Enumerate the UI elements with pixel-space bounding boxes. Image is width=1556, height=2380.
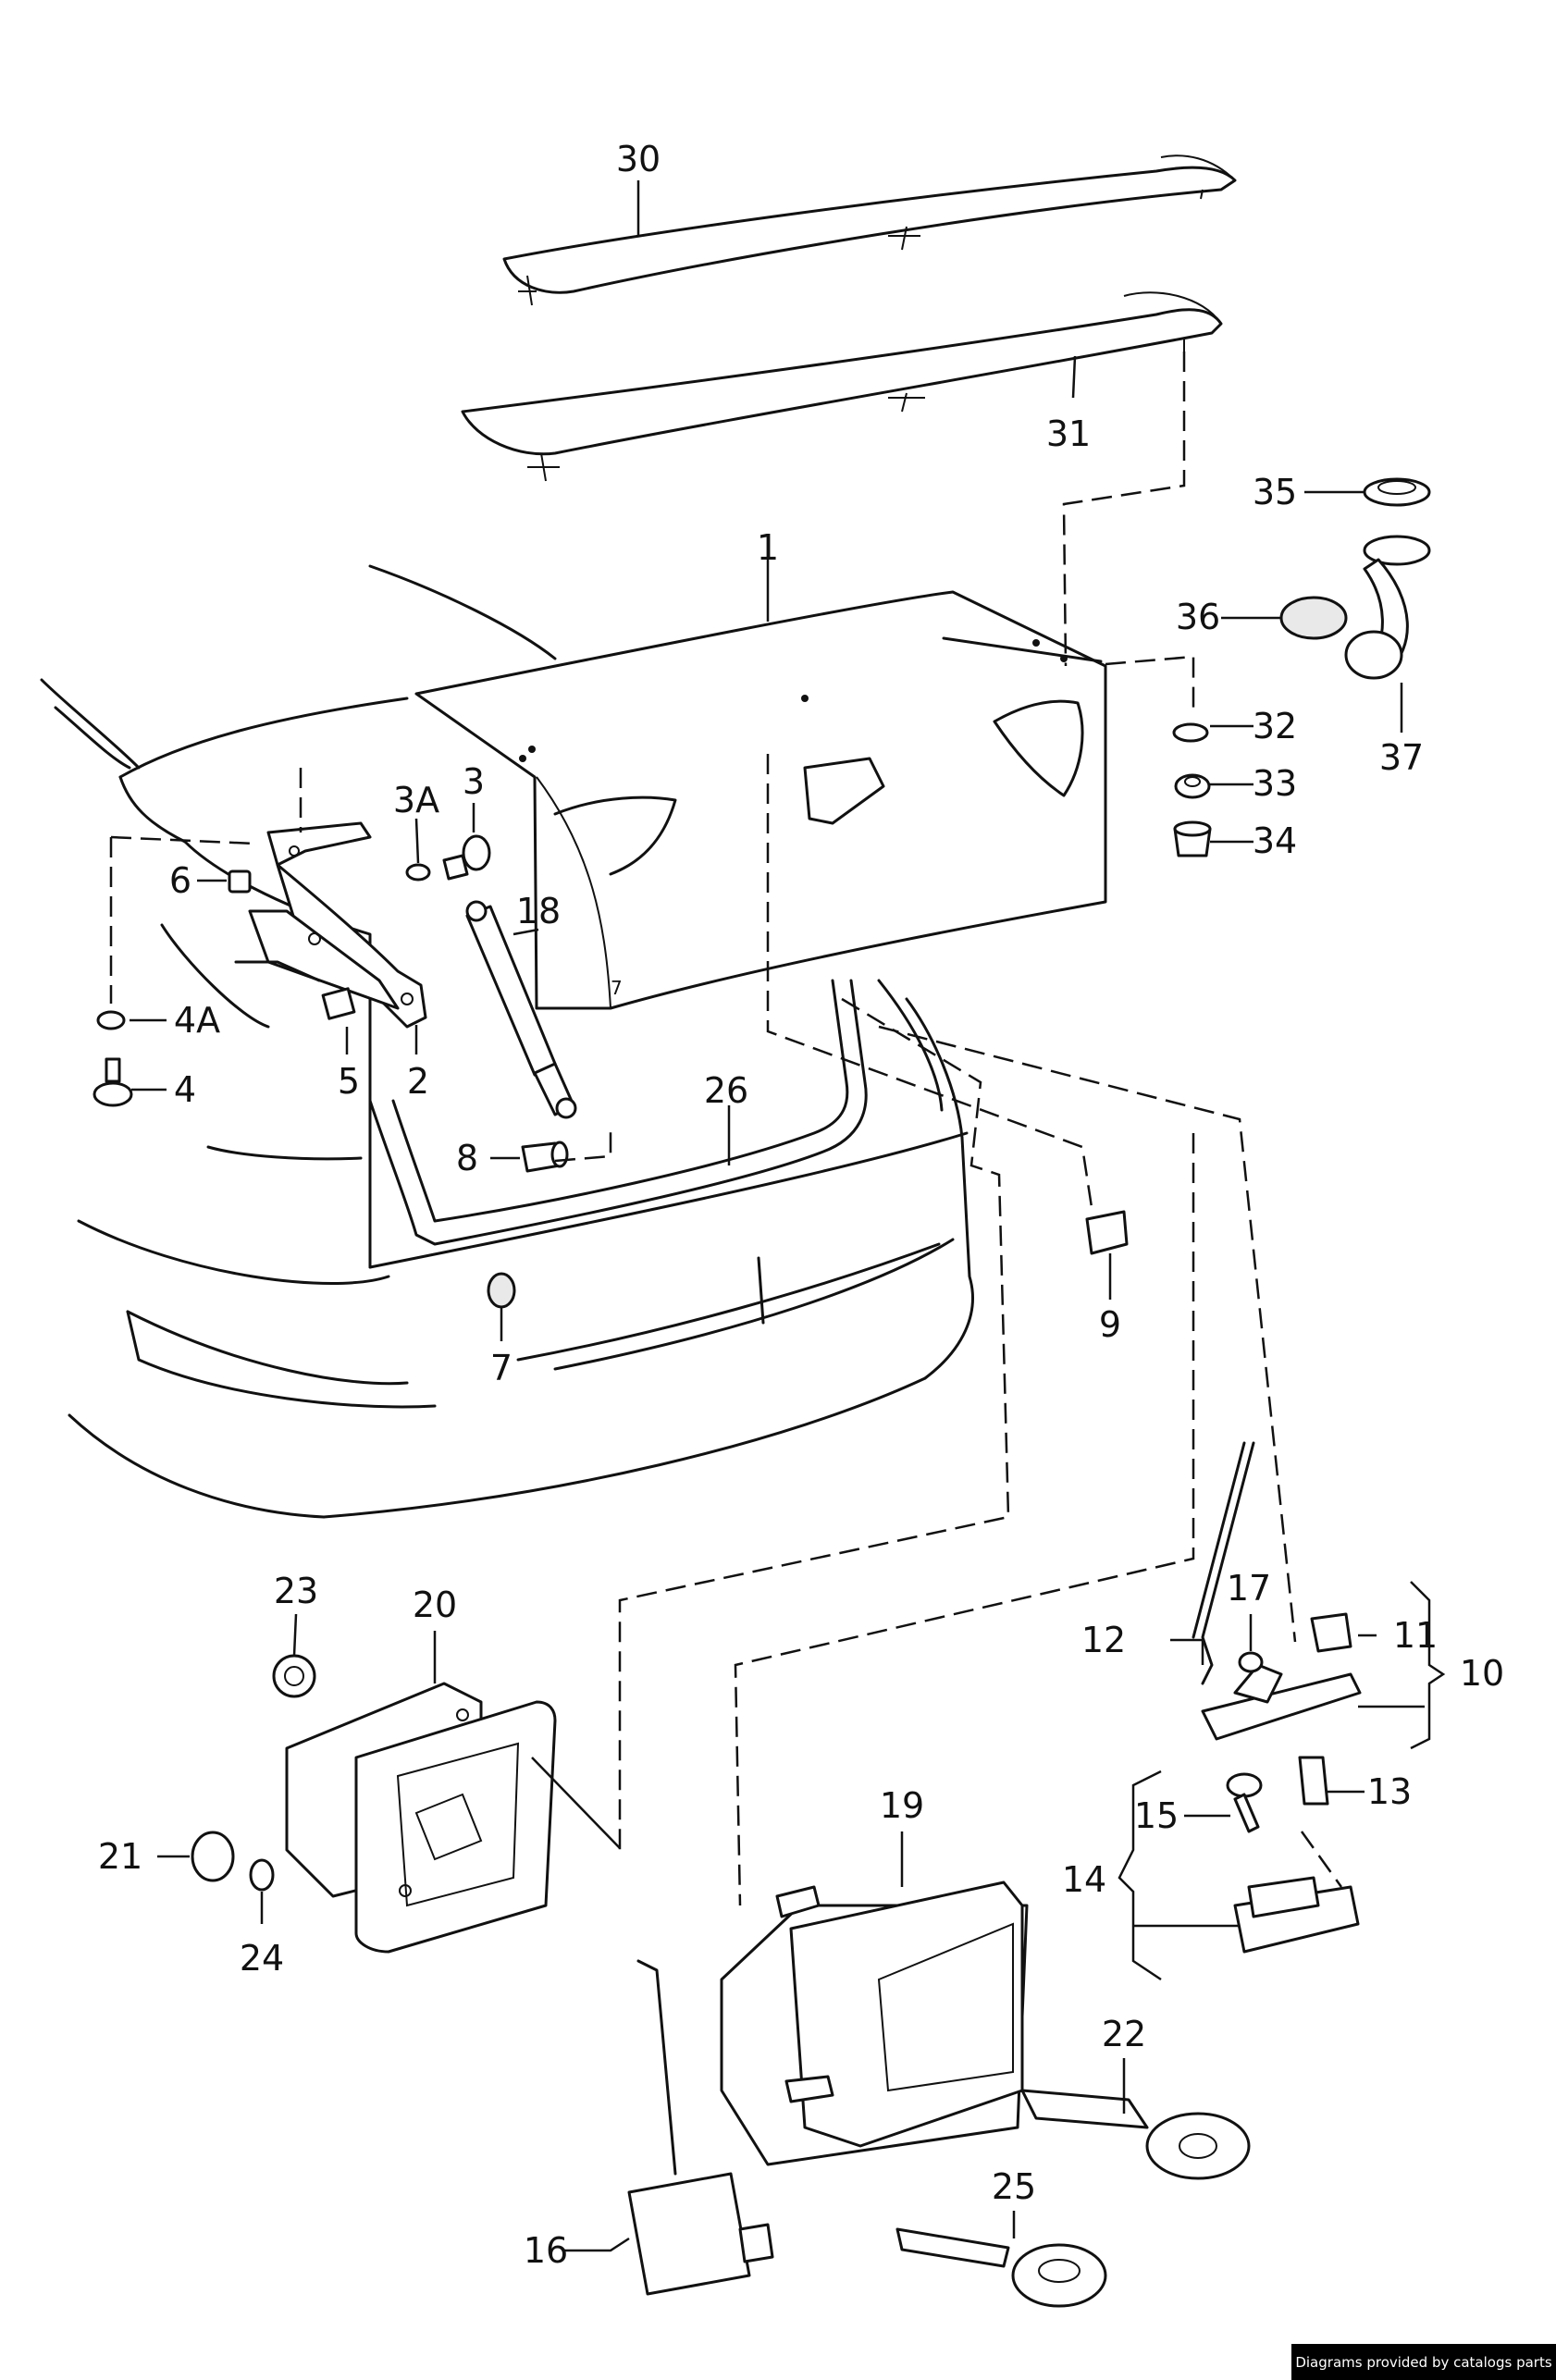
switch-16 — [627, 1959, 774, 2296]
callout-35: 35 — [1253, 472, 1297, 512]
callout-9: 9 — [1099, 1304, 1121, 1345]
lock-housing-20 — [285, 1682, 557, 1954]
washer-4a — [96, 1010, 126, 1030]
bolt-15 — [1226, 1772, 1263, 1833]
callout-6: 6 — [169, 860, 191, 901]
bolt-3 — [442, 834, 491, 881]
hose-37 — [1344, 535, 1431, 680]
callout-3A: 3A — [393, 780, 439, 820]
lock-bracket-10 — [1201, 1663, 1362, 1741]
trunk-lid: 7 — [414, 590, 1107, 1010]
callout-10: 10 — [1460, 1653, 1504, 1694]
callout-20: 20 — [413, 1585, 457, 1625]
bolt-13 — [1298, 1756, 1329, 1806]
rear-spoiler-31 — [461, 291, 1223, 482]
striker-14 — [1233, 1876, 1360, 1954]
cap-34 — [1173, 820, 1212, 857]
callout-8: 8 — [456, 1138, 478, 1178]
credit-badge: Diagrams provided by catalogs parts — [1291, 2344, 1556, 2380]
bolt-4 — [93, 1057, 133, 1107]
callout-24: 24 — [240, 1938, 284, 1979]
callout-25: 25 — [992, 2166, 1036, 2207]
callout-5: 5 — [338, 1061, 360, 1102]
callout-19: 19 — [880, 1785, 924, 1826]
callout-31: 31 — [1046, 413, 1091, 454]
callout-16: 16 — [524, 2230, 568, 2271]
callout-26: 26 — [704, 1070, 748, 1111]
callout-18: 18 — [516, 891, 561, 931]
key-25 — [895, 2227, 1107, 2308]
callout-23: 23 — [274, 1571, 318, 1611]
clip-9 — [1085, 1210, 1129, 1255]
washer-24 — [249, 1858, 275, 1892]
gas-strut — [465, 900, 577, 1119]
callout-15: 15 — [1134, 1795, 1179, 1836]
dashed-connectors — [109, 351, 1343, 1906]
callout-1: 1 — [757, 527, 779, 568]
plug-7 — [487, 1272, 516, 1309]
car-body — [40, 564, 974, 1519]
callout-13: 13 — [1367, 1771, 1412, 1812]
callout-17: 17 — [1227, 1568, 1271, 1609]
nut-33 — [1174, 773, 1211, 799]
callout-34: 34 — [1253, 820, 1297, 861]
release-rod-12 — [1192, 1441, 1255, 1685]
callout-21: 21 — [98, 1836, 142, 1877]
lock-unit-19 — [720, 1881, 1029, 2166]
buffer-8 — [521, 1141, 569, 1173]
nut-21 — [191, 1831, 235, 1882]
callout-7: 7 — [490, 1348, 512, 1388]
leader-lines — [130, 180, 1446, 2252]
callout-22: 22 — [1102, 2014, 1146, 2054]
lock-cylinder-22 — [1020, 2089, 1251, 2180]
weatherstrip-seal — [368, 979, 868, 1246]
clip-11 — [1310, 1612, 1352, 1653]
callout-33: 33 — [1253, 763, 1297, 804]
callout-2: 2 — [407, 1061, 429, 1102]
callout-4A: 4A — [174, 1000, 220, 1041]
callout-4: 4 — [174, 1069, 196, 1110]
callout-14: 14 — [1062, 1859, 1106, 1900]
callout-3: 3 — [463, 761, 485, 802]
grommet-35 — [1363, 477, 1431, 507]
callout-32: 32 — [1253, 706, 1297, 746]
callout-labels: 30 31 1 35 36 37 32 33 34 3A 3 6 18 4A 4… — [98, 139, 1504, 2271]
callout-30: 30 — [616, 139, 661, 179]
bolt-17 — [1238, 1651, 1264, 1673]
rear-spoiler-30 — [502, 154, 1237, 306]
callout-11: 11 — [1393, 1615, 1438, 1656]
callout-12: 12 — [1081, 1620, 1126, 1660]
callout-36: 36 — [1176, 597, 1220, 637]
svg-text:7: 7 — [611, 977, 623, 999]
clip-23 — [272, 1654, 316, 1698]
hinge-assembly — [228, 821, 427, 1029]
washer-3a — [405, 863, 431, 882]
grommet-36 — [1279, 596, 1348, 640]
callout-37: 37 — [1379, 737, 1424, 778]
washer-32 — [1172, 722, 1209, 743]
